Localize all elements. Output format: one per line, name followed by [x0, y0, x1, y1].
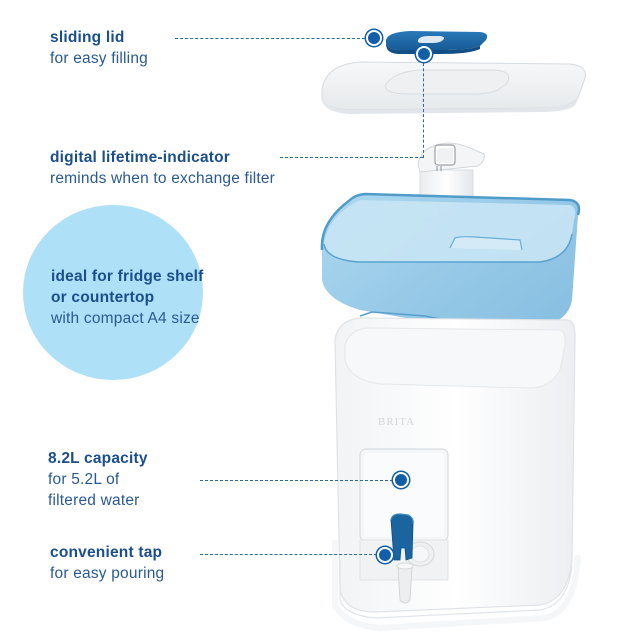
callout-sliding-lid: sliding lid for easy filling — [50, 27, 148, 69]
callout-title: sliding lid — [50, 29, 125, 46]
callout-title: convenient tap — [50, 544, 163, 561]
callout-title-line-2: or countertop — [51, 289, 155, 306]
callout-line-lifetime-indicator — [280, 157, 423, 158]
callout-dot-sliding-lid — [366, 30, 382, 46]
callout-subtitle: with compact A4 size — [51, 310, 200, 327]
callout-capacity: 8.2L capacity for 5.2L of filtered water — [48, 448, 148, 511]
callout-line-tap — [200, 554, 377, 555]
tap — [390, 513, 435, 604]
callout-tap: convenient tap for easy pouring — [50, 542, 164, 584]
brand-logo: BRITA — [378, 416, 415, 428]
main-lid — [321, 61, 586, 114]
callout-subtitle-line-2: filtered water — [48, 492, 140, 509]
filter-funnel — [320, 192, 581, 379]
callout-title: 8.2L capacity — [48, 450, 148, 467]
callout-subtitle-line-1: for 5.2L of — [48, 471, 120, 488]
callout-line-sliding-lid — [175, 38, 365, 39]
callout-line-lifetime-vertical — [423, 58, 424, 158]
sliding-lid-part — [385, 31, 488, 54]
callout-dot-tap — [377, 547, 393, 563]
callout-line-capacity — [200, 480, 393, 481]
callout-lifetime-indicator: digital lifetime-indicator reminds when … — [50, 147, 275, 189]
callout-dot-capacity — [393, 472, 409, 488]
water-tank — [332, 317, 581, 632]
callout-compact-size: ideal for fridge shelf or countertop wit… — [51, 266, 204, 329]
callout-subtitle: reminds when to exchange filter — [50, 170, 276, 187]
callout-dot-lid-anchor — [416, 46, 432, 62]
highlight-bubble — [23, 205, 203, 380]
callout-subtitle: for easy pouring — [50, 565, 165, 582]
callout-subtitle: for easy filling — [50, 50, 148, 67]
callout-title: digital lifetime-indicator — [50, 149, 231, 166]
callout-title-line-1: ideal for fridge shelf — [51, 268, 204, 285]
